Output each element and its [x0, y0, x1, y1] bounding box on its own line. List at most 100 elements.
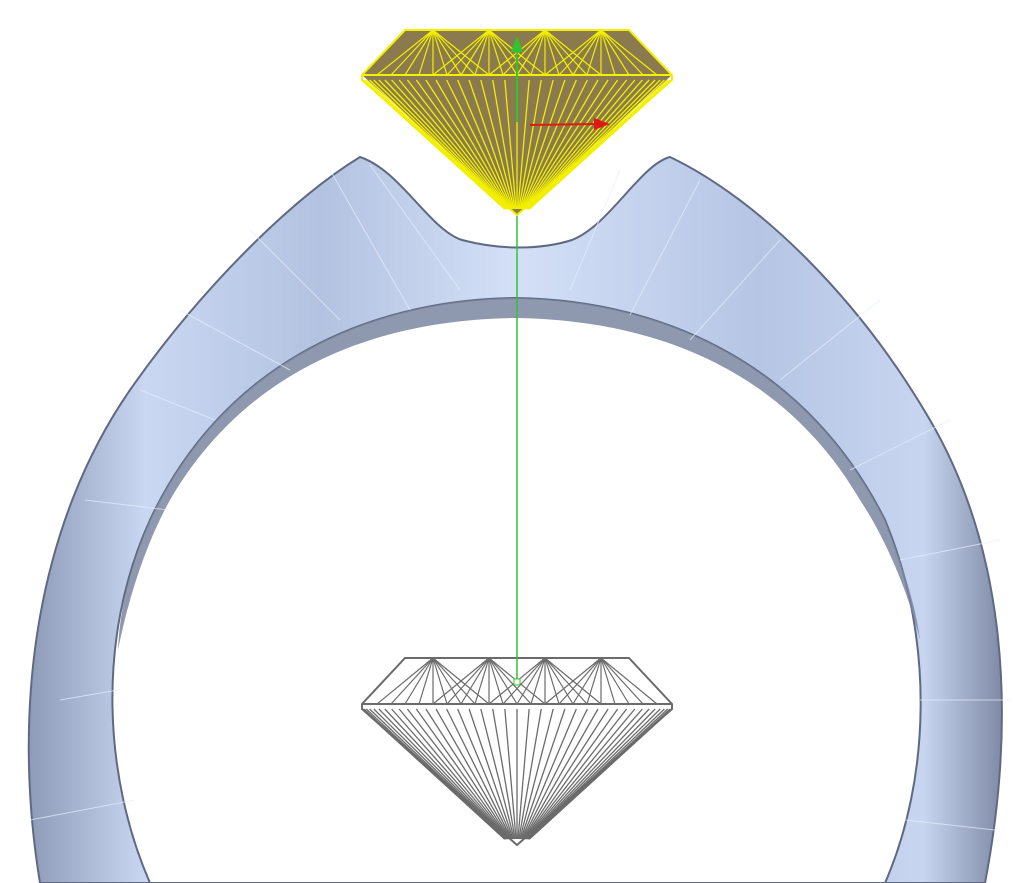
- selected-gem-crown-facet: [488, 29, 518, 76]
- ghost-gem-pavilion-facet: [406, 708, 509, 840]
- gizmo-x-arrow-icon[interactable]: [594, 118, 610, 130]
- selected-gem-crown-facet: [572, 29, 602, 76]
- selected-gem-pavilion-facet: [457, 79, 513, 210]
- selected-gem-crown-facet: [446, 29, 490, 76]
- selected-gem-pavilion-facet: [504, 79, 517, 210]
- selected-gem-pavilion-facet: [522, 79, 599, 210]
- ghost-gem-pavilion-facet: [528, 708, 673, 840]
- ghost-gem-pavilion-facet: [522, 708, 599, 840]
- ghost-gem-pavilion-facet: [525, 708, 628, 840]
- selected-gem-pavilion-facet: [527, 79, 650, 210]
- ghost-gem-crown-facet: [432, 657, 490, 705]
- selected-gem-crown-facet: [418, 29, 434, 76]
- ghost-gem[interactable]: [361, 657, 673, 847]
- ghost-gem-pavilion-facet: [523, 708, 609, 840]
- selected-gem-crown-facet: [600, 29, 658, 76]
- selected-gem-pavilion-facet: [517, 79, 530, 210]
- ghost-gem-crown-facet: [488, 657, 504, 705]
- ghost-gem-crown-facet: [544, 657, 560, 705]
- ghost-gem-pavilion-facet: [369, 708, 506, 840]
- selected-gem-pavilion-facet: [480, 79, 515, 210]
- ghost-gem-pavilion-facet: [480, 708, 515, 840]
- selected-gem-pavilion-facet: [398, 79, 509, 210]
- selected-gem-pavilion-facet: [384, 79, 507, 210]
- ghost-gem-crown-facet: [544, 657, 574, 705]
- isoparm-line: [139, 389, 216, 421]
- ring-body[interactable]: [27, 155, 1003, 883]
- selected-gem-crown-facet: [600, 29, 616, 76]
- selected-gem-pavilion-facet: [492, 79, 516, 210]
- selected-gem-crown-facet: [460, 29, 490, 76]
- ghost-gem-crown-facet: [600, 657, 658, 705]
- selected-gem-crown-facet: [432, 29, 476, 76]
- selected-gem-pavilion-facet: [523, 79, 609, 210]
- selected-gem-pavilion-facet: [446, 79, 512, 210]
- ghost-gem-pavilion-facet: [519, 708, 554, 840]
- transform-gizmo[interactable]: [511, 36, 610, 130]
- ghost-gem-pavilion-facet: [527, 708, 656, 840]
- selected-gem-pavilion-facet: [528, 79, 661, 210]
- selected-gem-crown-facet: [544, 29, 574, 76]
- selected-gem-crown-facet: [488, 29, 504, 76]
- ghost-gem-crown-facet: [600, 657, 644, 705]
- selected-gem-crown-facet: [376, 29, 434, 76]
- selected-gem-pavilion-facet: [521, 79, 577, 210]
- ghost-gem-pavilion-facet: [504, 708, 517, 840]
- ring-isoparm-lines: [29, 164, 1010, 831]
- selected-gem-pavilion-facet: [378, 79, 507, 210]
- ghost-gem-crown-facet: [474, 657, 490, 705]
- isoparm-line: [249, 229, 341, 321]
- ghost-gem-crown-facet: [544, 657, 588, 705]
- isoparm-line: [179, 309, 291, 371]
- ghost-gem-crown-facet: [530, 657, 546, 705]
- ghost-gem-pavilion-facet: [435, 708, 512, 840]
- ghost-gem-crown-facet: [432, 657, 462, 705]
- ghost-gem-pavilion-facet: [398, 708, 509, 840]
- ghost-gem-pavilion-facet: [518, 708, 542, 840]
- ghost-gem-crown-facet: [502, 657, 546, 705]
- isoparm-line: [329, 169, 411, 311]
- ghost-gem-crown-facet: [488, 657, 518, 705]
- selected-gem-pavilion-facet: [526, 79, 643, 210]
- selected-gem-pavilion-facet: [415, 79, 510, 210]
- ghost-gem-crown-facet: [418, 657, 434, 705]
- ghost-gem-crown-facet: [432, 657, 448, 705]
- ghost-gem-crown-facet: [516, 657, 546, 705]
- isoparm-line: [29, 799, 136, 821]
- isoparm-line: [569, 169, 621, 291]
- selected-gem-pavilion-facet: [435, 79, 512, 210]
- ghost-gem-pavilion-facet: [522, 708, 588, 840]
- selected-gem-pavilion-facet: [369, 79, 506, 210]
- selected-gem-pavilion-facet: [373, 79, 506, 210]
- ghost-gem-crown-facet: [376, 657, 434, 705]
- isoparm-line: [779, 299, 881, 381]
- gizmo-x-axis[interactable]: [529, 123, 597, 126]
- selected-gem-pavilion-facet: [522, 79, 588, 210]
- selected-gem-crown-facet: [432, 29, 490, 76]
- pivot-point[interactable]: [513, 678, 521, 686]
- selected-gem-pavilion-facet: [520, 79, 566, 210]
- selected-gem-crown-facet: [544, 29, 602, 76]
- selected-gem-pavilion-facet: [528, 79, 673, 210]
- selected-gem[interactable]: [361, 29, 673, 217]
- selected-gem-pavilion-facet: [406, 79, 509, 210]
- isoparm-line: [904, 819, 996, 831]
- ghost-gem-crown-facet: [361, 657, 406, 705]
- ghost-gem-crown-facet: [600, 657, 630, 705]
- selected-gem-pavilion-facet: [525, 79, 636, 210]
- selected-gem-crown-facet: [628, 29, 673, 76]
- ghost-gem-pavilion-facet: [391, 708, 508, 840]
- ghost-gem-crown-facet: [544, 657, 602, 705]
- selected-gem-crown-facet: [544, 29, 560, 76]
- ghost-gem-pavilion-facet: [527, 708, 650, 840]
- ghost-gem-pavilion-facet: [527, 708, 661, 840]
- ring-shank[interactable]: [27, 155, 1010, 883]
- ghost-gem-crown-facet: [446, 657, 490, 705]
- ghost-gem-crown-facet: [390, 657, 434, 705]
- selected-gem-pavilion-facet: [519, 79, 554, 210]
- isoparm-line: [59, 689, 119, 701]
- gizmo-y-arrow-icon[interactable]: [511, 36, 523, 52]
- ghost-gem-pavilion-facet: [520, 708, 566, 840]
- selected-gem-pavilion-facet: [524, 79, 619, 210]
